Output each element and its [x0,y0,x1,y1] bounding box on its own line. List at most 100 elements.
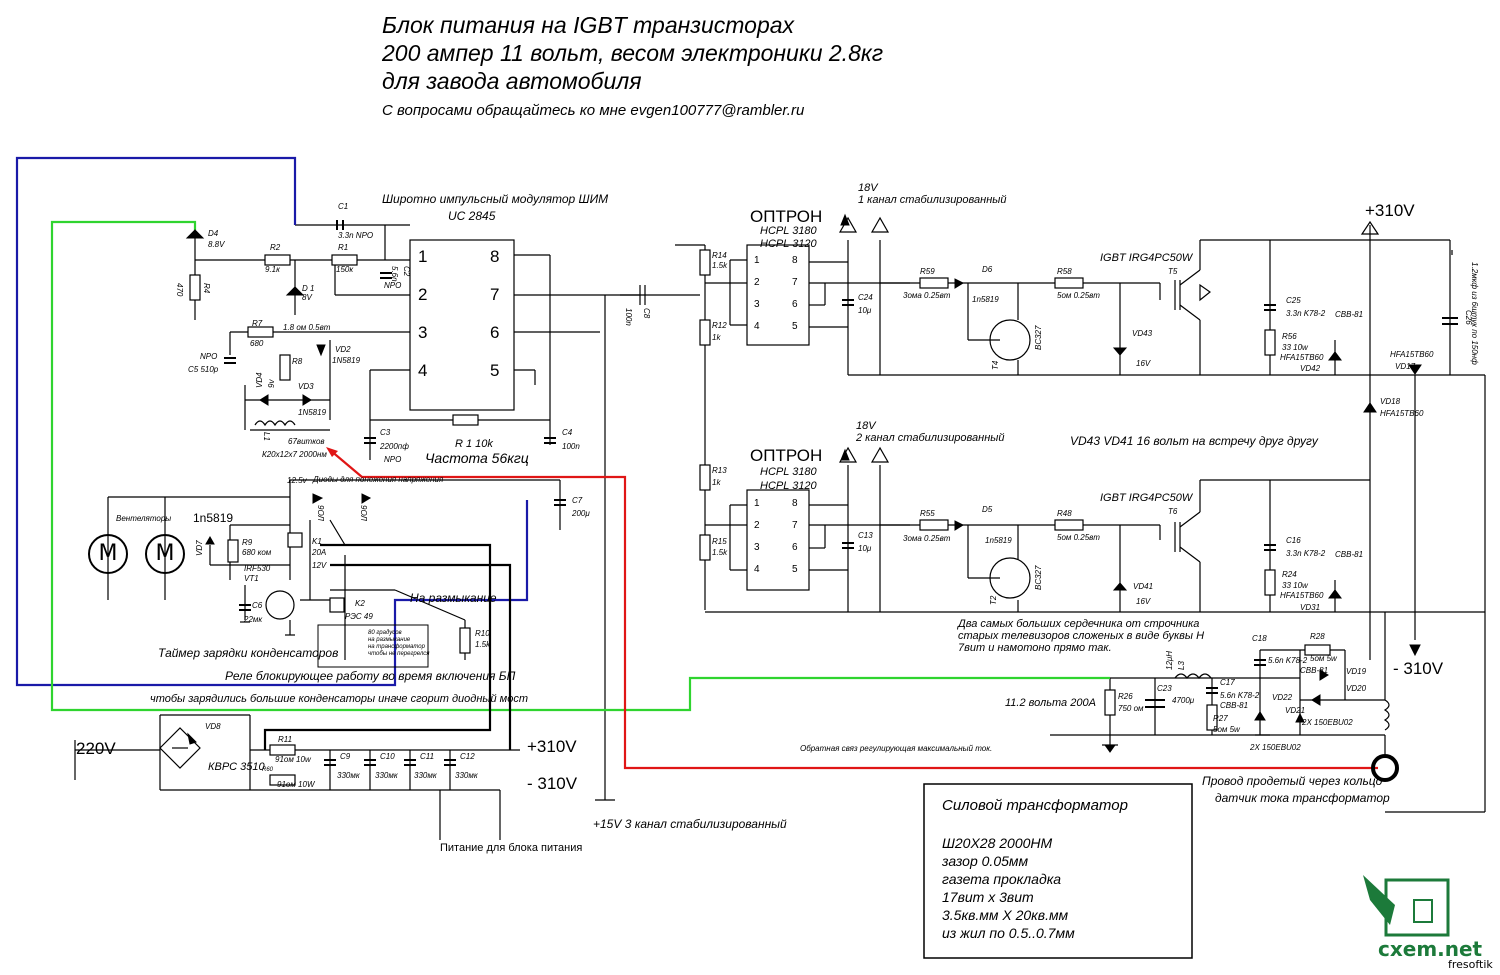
r15-value: 1.5k [712,548,728,557]
pwm-pin-7: 7 [490,285,500,304]
optron1-pin-8: 8 [792,255,798,266]
r14-value: 1.5k [712,261,728,270]
c3-value: 2200пф [380,442,409,451]
r56-label: R56 [1282,332,1297,341]
optron2-pin-7: 7 [792,520,798,531]
contact-line: С вопросами обращайтесь ко мне evgen1007… [382,102,805,119]
vd-a-label: 9ОЛ [316,505,325,521]
r13-label: R13 [712,466,727,475]
r13-value: 1k [712,478,721,487]
diodes-note: Диоды для понежения напряжения [313,475,444,484]
d1-label: D 1 [302,284,315,293]
transformer-turns: 17вит х 3вит [942,889,1034,905]
c8-value: 100n [624,308,633,326]
t5-label: T5 [1168,267,1178,276]
r48-label: R48 [1057,509,1072,518]
c4-value: 100n [562,442,580,451]
c25-type: CBB-81 [1335,310,1364,319]
optron2-pin-1: 1 [754,498,760,509]
vd4-label: VD4 [255,372,264,388]
vd43-label: VD43 [1132,329,1153,338]
r55-value: 3ома 0.25вт [903,534,951,543]
vd31-label: VD31 [1300,603,1321,612]
vd3-value: 1N5819 [298,408,327,417]
c1-value: 3.3n NPO [338,231,374,240]
l3-label: L3 [1177,661,1186,670]
relay-note-4: чтобы не перегрелся [368,651,430,657]
cores-line-1: Два самых больших сердечника от строчник… [958,618,1200,630]
c1-label: C1 [338,202,349,211]
d5-label: D5 [982,505,993,514]
pwm-title: Широтно импульсный модулятор ШИМ [382,192,609,206]
c17-value: 5.6n K78-2 [1220,691,1260,700]
c13-value: 10μ [858,544,872,553]
pwm-pin-4: 4 [418,361,428,380]
optron2-pin-3: 3 [754,542,760,553]
c24-label: C24 [858,293,873,302]
c11-value: 330мк [414,771,437,780]
r26-label: R26 [1118,692,1133,701]
vd19-label: VD19 [1346,667,1367,676]
r7-note: 1.8 ом 0.5вт [283,323,331,332]
r27-label: R27 [1213,714,1228,723]
diode-pair-2: 2X 150EBU02 [1250,743,1301,752]
pwm-pin-1: 1 [418,247,428,266]
pwm-pin-5: 5 [490,361,500,380]
r60-value: 91ом 10W [277,780,315,789]
c6-label: C6 [252,601,263,610]
c16-value: 3.3n K78-2 [1286,549,1326,558]
t6-label: T6 [1168,507,1178,516]
c9-value: 330мк [337,771,360,780]
v125-label: 12.5v [287,476,307,485]
c17-label: C17 [1220,678,1235,687]
cores-line-3: 7вит и намотоно прямо так. [958,642,1112,654]
fan-motor-1-icon: M [88,534,128,574]
r59-value: 3ома 0.25вт [903,291,951,300]
optron1-pin-3: 3 [754,299,760,310]
ch1-voltage: 18V [858,182,878,194]
t2-label: T2 [989,595,998,605]
r11-label: R11 [278,735,293,744]
c16-label: C16 [1286,536,1301,545]
l3-value: 12μH [1165,650,1174,670]
c3-label: C3 [380,428,391,437]
vd2-label: VD2 [335,345,351,354]
r4-value: 470 [175,283,184,297]
c5-label: C5 510p [188,365,219,374]
optron1-title: ОПТРОН [750,207,823,226]
ch2-label: 2 канал стабилизированный [856,432,1005,444]
r24-label: R24 [1282,570,1297,579]
r10-label: R10 [475,629,490,638]
pwm-pin-3: 3 [418,323,428,342]
vd7-label: VD7 [195,540,204,556]
optron1-pin-6: 6 [792,299,798,310]
current-sense-line-1: Провод продетый через кольцо [1202,774,1383,788]
r8-label: R8 [292,357,303,366]
cxem-logo [1363,875,1450,937]
r1-label: R1 [338,243,349,252]
optron2-pin-6: 6 [792,542,798,553]
pwm-chip-model: UC 2845 [448,209,496,223]
c10-value: 330мк [375,771,398,780]
r56-value: 33 10w [1282,343,1308,352]
optron1-pin-7: 7 [792,277,798,288]
transformer-gap: зазор 0.05мм [942,853,1029,869]
igbt1-label: IGBT IRG4PC50W [1100,252,1193,264]
site-watermark: fresoftik [1448,958,1493,971]
r12-value: 1k [712,333,721,342]
r24-value: 33 10w [1282,581,1308,590]
c23-label: C23 [1157,684,1172,693]
r28-value: 5ом 5w [1310,654,1337,663]
optron1-model-1: HCPL 3180 [760,225,817,237]
r48-value: 5ом 0.25вт [1057,533,1100,542]
pwm-pin-6: 6 [490,323,500,342]
optron1-body [746,244,810,346]
ch3-label: +15V 3 канал стабилизированный [593,817,787,831]
r7-label: R7 [252,319,263,328]
c18-label: C18 [1252,634,1267,643]
t4-label: T4 [991,360,1000,370]
c23-value: 4700μ [1172,696,1195,705]
k1-voltage: 12V [312,561,327,570]
vd8-label: VD8 [205,722,221,731]
